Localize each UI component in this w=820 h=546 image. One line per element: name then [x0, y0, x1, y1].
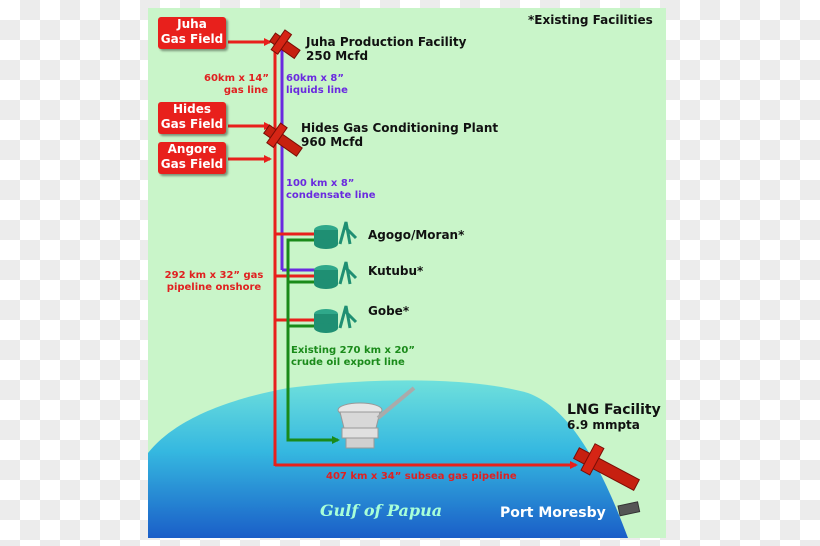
- crude-export-label: Existing 270 km x 20” crude oil export l…: [291, 345, 415, 369]
- agogo-tank-icon: [314, 221, 358, 249]
- hides-plant-label: Hides Gas Conditioning Plant 960 Mcfd: [301, 121, 498, 149]
- juha-field-line1: Juha: [177, 17, 207, 31]
- kutubu-tank-icon: [314, 261, 358, 289]
- hides-field-box: Hides Gas Field: [158, 102, 226, 134]
- liquids-line-60km-line2: liquids line: [286, 85, 348, 96]
- diagram-panel: *Existing Facilities Juha Gas Field Hide…: [148, 8, 666, 538]
- kutubu-label: Kutubu*: [368, 264, 424, 278]
- agogo-label: Agogo/Moran*: [368, 228, 465, 242]
- gas-onshore-line2: pipeline onshore: [166, 282, 262, 293]
- juha-facility-name: Juha Production Facility: [306, 35, 467, 49]
- gobe-tank-icon: [314, 305, 358, 333]
- gobe-label: Gobe*: [368, 304, 410, 318]
- crude-export-line2: crude oil export line: [291, 357, 405, 368]
- angore-field-box: Angore Gas Field: [158, 142, 226, 174]
- gulf-of-papua-label: Gulf of Papua: [320, 501, 443, 520]
- gas-line-60km-label: 60km x 14” gas line: [204, 73, 269, 97]
- hides-plant-capacity: 960 Mcfd: [301, 135, 364, 149]
- hides-plant-name: Hides Gas Conditioning Plant: [301, 121, 499, 135]
- diagram-graphics: [148, 29, 641, 538]
- gas-onshore-label: 292 km x 32” gas pipeline onshore: [158, 270, 270, 294]
- legend-existing: *Existing Facilities: [528, 13, 653, 27]
- sea-area: [148, 380, 628, 538]
- port-moresby-label: Port Moresby: [500, 505, 606, 521]
- condensate-line-1: 100 km x 8”: [286, 178, 355, 189]
- juha-facility-icon: [269, 29, 301, 60]
- hides-plant-icon: [263, 122, 303, 157]
- hides-field-line1: Hides: [172, 102, 212, 116]
- angore-field-line2: Gas Field: [160, 157, 224, 171]
- offshore-terminal-icon: [337, 386, 416, 449]
- liquids-line-60km-line1: 60km x 8”: [286, 73, 344, 84]
- subsea-pipeline-label: 407 km x 34” subsea gas pipeline: [326, 471, 517, 482]
- juha-facility-capacity: 250 Mcfd: [306, 49, 369, 63]
- lng-facility-icon: [572, 443, 641, 492]
- lng-facility-label: LNG Facility 6.9 mmpta: [567, 402, 661, 432]
- angore-field-line1: Angore: [167, 142, 217, 156]
- juha-field-line2: Gas Field: [160, 32, 224, 46]
- crude-export-line1: Existing 270 km x 20”: [291, 345, 415, 356]
- port-moresby-marker: [617, 501, 641, 517]
- lng-facility-name: LNG Facility: [567, 402, 661, 418]
- juha-facility-label: Juha Production Facility 250 Mcfd: [306, 35, 466, 63]
- condensate-line-2: condensate line: [286, 190, 376, 201]
- crude-export-line: [286, 238, 340, 444]
- gas-onshore-line1: 292 km x 32” gas: [164, 270, 264, 281]
- liquids-line-60km-label: 60km x 8” liquids line: [286, 73, 348, 97]
- hides-field-line2: Gas Field: [160, 117, 224, 131]
- gas-line-60km-line1: 60km x 14”: [204, 73, 269, 84]
- gas-line-60km-line2: gas line: [223, 85, 268, 96]
- condensate-line-label: 100 km x 8” condensate line: [286, 178, 375, 202]
- juha-field-box: Juha Gas Field: [158, 17, 226, 49]
- lng-facility-capacity: 6.9 mmpta: [567, 418, 640, 432]
